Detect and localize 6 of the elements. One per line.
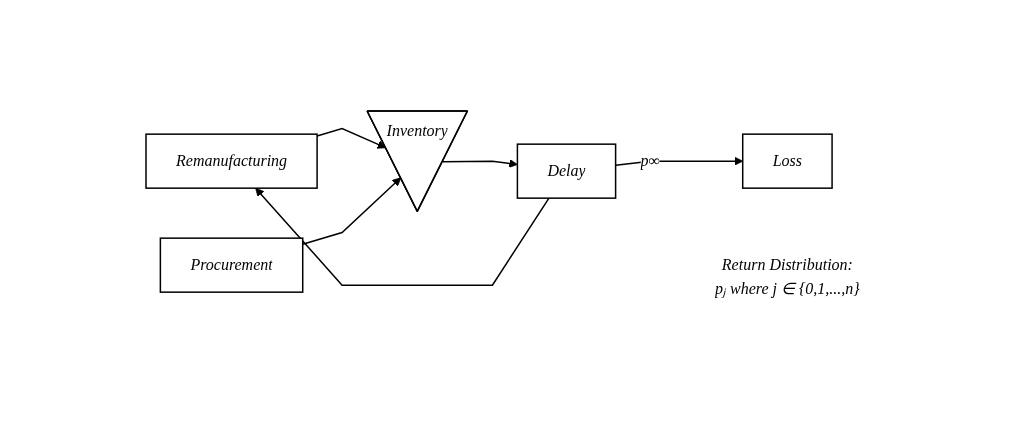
node-box: Procurement xyxy=(159,237,304,294)
node-label: Return Distribution: xyxy=(721,256,853,274)
node-box: Delay xyxy=(516,143,616,200)
node-box: Loss xyxy=(741,133,833,190)
node-box: Remanufacturing xyxy=(144,133,318,190)
arrow xyxy=(254,188,550,287)
